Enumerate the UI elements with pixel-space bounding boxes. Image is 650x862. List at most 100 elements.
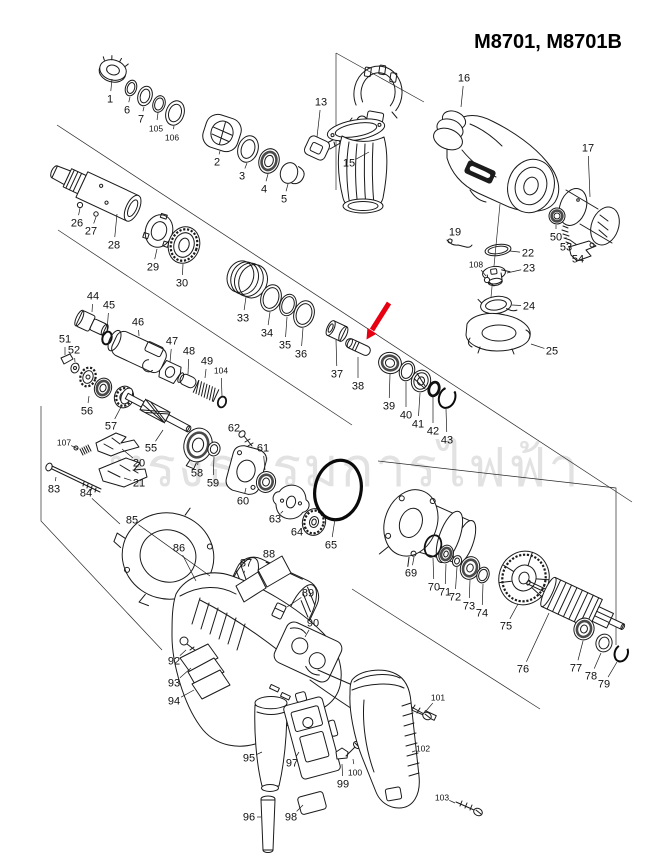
part-label-104: 104 bbox=[214, 366, 228, 376]
leader-line bbox=[455, 566, 458, 590]
part-37-cylinder bbox=[325, 320, 349, 342]
part-41-spring-holder bbox=[410, 369, 432, 393]
part-label-94: 94 bbox=[168, 696, 180, 708]
part-label-28: 28 bbox=[108, 240, 120, 252]
leader-line bbox=[169, 348, 172, 363]
leader-line bbox=[509, 250, 521, 253]
part-16-gear-housing bbox=[433, 110, 560, 214]
leader-line bbox=[180, 689, 195, 698]
leader-line bbox=[286, 597, 302, 608]
leader-line bbox=[506, 269, 522, 274]
leader-line bbox=[187, 358, 190, 375]
part-label-13: 13 bbox=[315, 97, 327, 109]
part-52-washer bbox=[70, 362, 80, 374]
part-74-washer bbox=[476, 566, 490, 584]
leader-line bbox=[460, 85, 464, 108]
leader-line bbox=[128, 96, 131, 103]
leader-line bbox=[244, 162, 248, 169]
part-label-59: 59 bbox=[207, 478, 219, 490]
part-96-tube bbox=[260, 795, 276, 853]
part-51-key bbox=[60, 353, 74, 365]
leader-line bbox=[91, 303, 93, 313]
leader-line bbox=[220, 377, 223, 397]
part-17-sleeve bbox=[558, 188, 620, 246]
part-label-49: 49 bbox=[201, 356, 213, 368]
leader-line bbox=[468, 579, 471, 599]
part-label-102: 102 bbox=[416, 744, 430, 754]
part-label-85: 85 bbox=[126, 515, 138, 527]
part-84-baffle-plate bbox=[113, 507, 215, 607]
leader-line bbox=[511, 304, 522, 306]
part-label-30: 30 bbox=[176, 278, 188, 290]
part-label-50: 50 bbox=[550, 232, 562, 244]
part-label-99: 99 bbox=[337, 779, 349, 791]
leader-line bbox=[304, 629, 310, 638]
leader-line bbox=[296, 804, 304, 812]
leader-line bbox=[110, 78, 113, 92]
part-label-40: 40 bbox=[400, 410, 412, 422]
part-76-armature bbox=[526, 576, 626, 630]
part-47-guide bbox=[158, 359, 182, 385]
part-label-63: 63 bbox=[269, 514, 281, 526]
leader-line bbox=[106, 312, 109, 332]
part-101-screw bbox=[407, 704, 432, 721]
part-label-46: 46 bbox=[132, 317, 144, 329]
leader-line bbox=[285, 316, 288, 338]
part-53-spring bbox=[561, 225, 578, 246]
leader-line bbox=[285, 183, 289, 192]
part-label-101: 101 bbox=[431, 693, 445, 703]
part-label-27: 27 bbox=[85, 226, 97, 238]
part-label-100: 100 bbox=[348, 768, 362, 778]
leader-line bbox=[449, 800, 456, 804]
part-21-bracket bbox=[98, 457, 148, 488]
leader-lines bbox=[54, 78, 618, 818]
part-label-108: 108 bbox=[469, 260, 483, 270]
leader-line bbox=[155, 429, 164, 442]
part-label-90: 90 bbox=[307, 618, 319, 630]
part-label-34: 34 bbox=[261, 328, 273, 340]
part-label-43: 43 bbox=[441, 435, 453, 447]
part-75-bevel-gear bbox=[498, 550, 550, 606]
part-label-73: 73 bbox=[463, 601, 475, 613]
leader-line bbox=[244, 487, 247, 494]
leader-line bbox=[218, 150, 221, 155]
part-103-screw bbox=[455, 800, 483, 817]
leader-line bbox=[388, 373, 391, 399]
part-label-89: 89 bbox=[302, 588, 314, 600]
part-20-bracket bbox=[95, 432, 140, 457]
part-98-block bbox=[297, 791, 327, 815]
part-label-23: 23 bbox=[523, 263, 535, 275]
leader-line bbox=[212, 456, 215, 476]
leader-line bbox=[480, 269, 487, 277]
part-79-c-clip bbox=[613, 645, 629, 663]
part-73-bearing bbox=[459, 556, 481, 580]
pointer-arrow bbox=[366, 301, 392, 340]
leader-line bbox=[243, 296, 247, 311]
leader-line bbox=[335, 339, 338, 367]
part-99-cord-clamp bbox=[335, 747, 349, 760]
leader-line bbox=[418, 392, 421, 417]
part-label-95: 95 bbox=[243, 753, 255, 765]
part-label-1: 1 bbox=[107, 94, 113, 106]
leader-line bbox=[179, 667, 192, 678]
leader-line bbox=[341, 763, 343, 777]
part-label-96: 96 bbox=[243, 812, 255, 824]
part-label-87: 87 bbox=[240, 558, 252, 570]
part-label-77: 77 bbox=[570, 663, 582, 675]
part-label-17: 17 bbox=[582, 143, 594, 155]
part-label-48: 48 bbox=[183, 346, 195, 358]
part-label-52: 52 bbox=[68, 345, 80, 357]
part-48-pin bbox=[177, 372, 197, 389]
part-label-6: 6 bbox=[124, 105, 130, 117]
part-30-toothed-ring bbox=[167, 226, 201, 264]
part-label-20: 20 bbox=[133, 458, 145, 470]
leader-line bbox=[444, 563, 447, 585]
part-22-o-ring bbox=[484, 243, 512, 257]
leader-line bbox=[432, 557, 435, 580]
part-93-label-sheets bbox=[179, 643, 225, 687]
leader-line bbox=[481, 583, 484, 606]
leader-line bbox=[316, 109, 321, 138]
part-label-16: 16 bbox=[458, 73, 470, 85]
watermark: ทรงธรรมการไฟฟ้า bbox=[109, 436, 581, 499]
